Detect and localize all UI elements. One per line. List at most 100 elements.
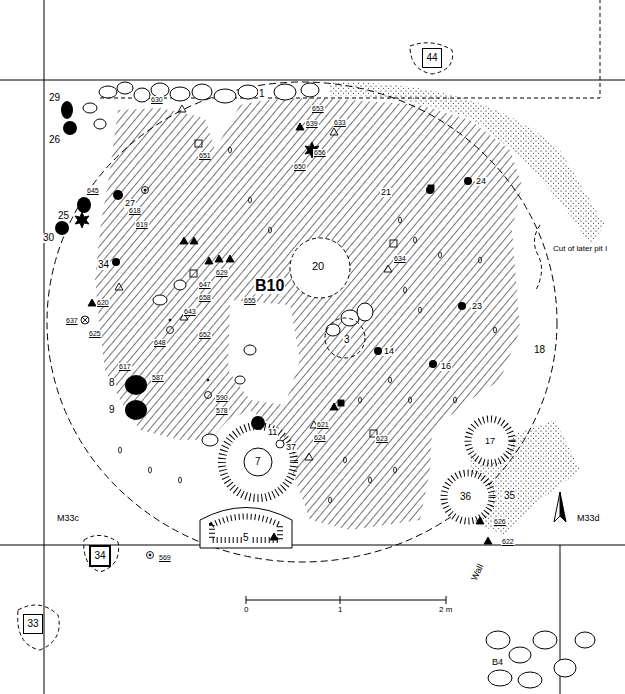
find-symbols bbox=[142, 187, 149, 194]
feature-label: 21 bbox=[380, 188, 392, 197]
find-number: 587 bbox=[151, 374, 165, 381]
postholes bbox=[251, 416, 265, 430]
feature-label: 18 bbox=[533, 345, 546, 355]
feature-label: Cut of later pit I bbox=[552, 245, 608, 253]
hatched-floor bbox=[228, 300, 300, 405]
building-outline bbox=[47, 82, 557, 562]
feature-label: B10 bbox=[254, 278, 285, 294]
find-symbols bbox=[270, 533, 278, 540]
find-symbols bbox=[169, 319, 171, 321]
feature-label: 14 bbox=[383, 347, 395, 356]
find-symbols bbox=[75, 105, 492, 559]
grid-square-box: 44 bbox=[422, 48, 442, 68]
find-symbols bbox=[88, 299, 96, 306]
feature-label: 34 bbox=[97, 260, 110, 270]
wall-stones bbox=[235, 376, 245, 384]
postholes bbox=[61, 101, 73, 119]
find-number: 623 bbox=[375, 435, 389, 442]
pits bbox=[222, 426, 294, 498]
wall-stones bbox=[274, 84, 296, 100]
wall-stones bbox=[117, 82, 133, 94]
feature-label: 8 bbox=[108, 378, 116, 388]
find-number: 643 bbox=[183, 308, 197, 315]
hatched-floor bbox=[95, 98, 522, 530]
pits bbox=[444, 473, 492, 521]
postholes bbox=[125, 375, 147, 395]
postholes bbox=[113, 190, 123, 200]
feature-label: 1 bbox=[337, 606, 343, 614]
pits bbox=[410, 43, 453, 74]
wall-stones bbox=[244, 345, 256, 355]
feature-label: 1 bbox=[258, 89, 266, 99]
find-number: 620 bbox=[96, 299, 110, 306]
find-number: 624 bbox=[313, 434, 327, 441]
box-number: 33 bbox=[27, 619, 38, 629]
find-symbols bbox=[484, 537, 492, 544]
stakeholes bbox=[399, 217, 402, 223]
find-number: 650 bbox=[293, 163, 307, 170]
find-symbols bbox=[178, 105, 186, 112]
feature-label: 26 bbox=[48, 135, 61, 145]
find-number: 621 bbox=[316, 421, 330, 428]
find-symbols bbox=[149, 554, 151, 556]
find-symbols bbox=[147, 552, 154, 559]
postholes bbox=[55, 221, 69, 235]
postholes bbox=[55, 101, 472, 430]
find-symbols bbox=[205, 392, 212, 399]
find-number: 658 bbox=[198, 294, 212, 301]
find-number: 653 bbox=[311, 105, 325, 112]
wall-stones bbox=[238, 85, 258, 99]
feature-label: 30 bbox=[42, 233, 55, 243]
wall-stones bbox=[357, 303, 373, 321]
stakeholes bbox=[439, 252, 442, 258]
wall-stones bbox=[518, 672, 542, 688]
postholes bbox=[125, 400, 147, 420]
stakeholes bbox=[409, 397, 412, 403]
wall-stones bbox=[153, 295, 167, 305]
feature-label: 17 bbox=[484, 437, 496, 446]
wall-stones bbox=[575, 632, 595, 648]
postholes bbox=[77, 197, 91, 213]
feature-label: M33c bbox=[56, 514, 80, 523]
pits bbox=[84, 535, 119, 572]
scale-bar bbox=[446, 596, 447, 604]
wall-stones bbox=[151, 83, 169, 97]
grid-lines bbox=[0, 80, 625, 81]
wall-stones bbox=[554, 659, 576, 677]
wall-stones bbox=[94, 119, 106, 129]
stakeholes bbox=[329, 497, 332, 503]
pits bbox=[534, 225, 541, 290]
find-number: 656 bbox=[313, 149, 327, 156]
find-symbols bbox=[167, 327, 174, 334]
wall-stones bbox=[174, 280, 186, 290]
postholes bbox=[374, 347, 382, 355]
find-symbols bbox=[190, 270, 197, 277]
postholes bbox=[458, 302, 466, 310]
feature-label: 29 bbox=[48, 93, 61, 103]
grid-square-box: 33 bbox=[23, 614, 43, 634]
feature-label: 23 bbox=[471, 302, 483, 311]
feature-label: B4 bbox=[491, 658, 504, 667]
scale-bar bbox=[246, 600, 446, 601]
find-number: 652 bbox=[198, 331, 212, 338]
stakeholes bbox=[369, 477, 372, 483]
scale-bar bbox=[340, 596, 341, 604]
find-symbols bbox=[338, 400, 344, 406]
postholes bbox=[426, 186, 434, 194]
find-symbols bbox=[476, 517, 484, 524]
find-symbols bbox=[390, 240, 397, 247]
stakeholes bbox=[179, 477, 182, 483]
find-symbols bbox=[195, 140, 202, 147]
pits bbox=[468, 419, 512, 463]
find-number: 639 bbox=[305, 120, 319, 127]
stakeholes bbox=[419, 307, 422, 313]
find-number: 629 bbox=[215, 269, 229, 276]
find-number: 619 bbox=[135, 221, 149, 228]
stipple-deposit bbox=[470, 420, 580, 535]
find-symbols bbox=[215, 255, 223, 262]
pits bbox=[18, 43, 542, 650]
feature-label: 20 bbox=[311, 261, 325, 272]
stakeholes bbox=[344, 457, 347, 463]
stakeholes bbox=[414, 237, 417, 243]
find-number: 578 bbox=[215, 407, 229, 414]
